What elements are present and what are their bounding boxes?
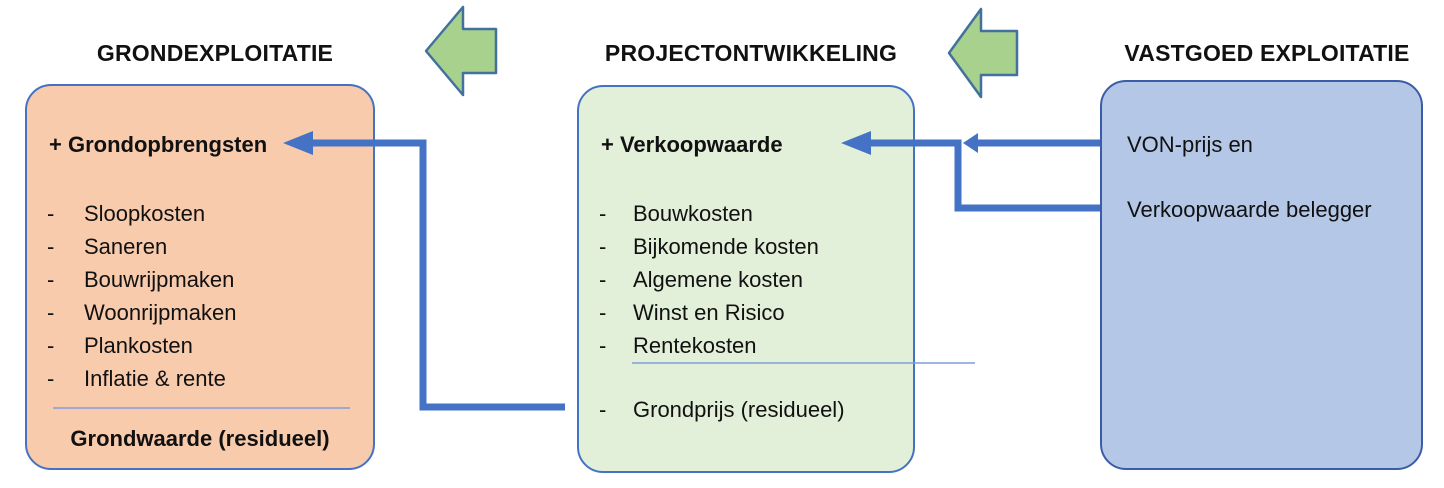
list-item-label: Rentekosten [633,333,757,358]
list-item: - Saneren [47,230,363,263]
dash-bullet: - [599,397,607,422]
list-item-label: Bouwkosten [633,201,753,226]
dash-bullet: - [599,201,607,226]
list-item-label: Winst en Risico [633,300,785,325]
block-arrow-left-icon [947,7,1019,99]
list-item-label: Woonrijpmaken [84,300,237,325]
dash-bullet: - [47,366,55,391]
list-item-label: Bijkomende kosten [633,234,819,259]
dash-bullet: - [47,333,55,358]
list-item: - Winst en Risico [599,296,903,329]
list-item-label: Bouwrijpmaken [84,267,235,292]
list-item: - Sloopkosten [47,197,363,230]
list-item: - Bijkomende kosten [599,230,903,263]
dash-bullet: - [47,300,55,325]
list-item-label: Inflatie & rente [84,366,226,391]
verkoopwaarde-header: + Verkoopwaarde [601,132,783,157]
projectontwikkeling-box: + Verkoopwaarde - Bouwkosten - Bijkomend… [577,85,915,473]
list-item: - Rentekosten [599,329,903,362]
list-item: - Bouwkosten [599,197,903,230]
dash-bullet: - [599,234,607,259]
list-item-label: Saneren [84,234,168,259]
list-item-label: Plankosten [84,333,193,358]
vastgoed-exploitatie-box: VON-prijs en Verkoopwaarde belegger [1100,80,1423,470]
list-item: - Plankosten [47,329,363,362]
grondwaarde-result-label: Grondwaarde (residueel) [70,426,330,451]
block-arrow-left-icon [424,5,498,97]
arrowhead-left-icon [963,133,978,153]
grondexploitatie-box: + Grondopbrengsten - Sloopkosten - Saner… [25,84,375,470]
dash-bullet: - [599,333,607,358]
list-item-label: Algemene kosten [633,267,803,292]
grondprijs-result-label: Grondprijs (residueel) [633,397,845,422]
title-projectontwikkeling: PROJECTONTWIKKELING [604,40,898,66]
list-item: - Woonrijpmaken [47,296,363,329]
grondprijs-result-row: - Grondprijs (residueel) [599,393,845,426]
title-grondexploitatie: GRONDEXPLOITATIE [96,40,334,66]
project-cost-list: - Bouwkosten - Bijkomende kosten - Algem… [599,197,903,362]
title-vastgoed-exploitatie: VASTGOED EXPLOITATIE [1124,40,1410,66]
list-item: - Inflatie & rente [47,362,363,395]
dash-bullet: - [599,267,607,292]
dash-bullet: - [47,201,55,226]
list-item-label: Sloopkosten [84,201,206,226]
dash-bullet: - [599,300,607,325]
list-item: - Algemene kosten [599,263,903,296]
dash-bullet: - [47,234,55,259]
dash-bullet: - [47,267,55,292]
von-prijs-label: VON-prijs en [1127,132,1253,157]
verkoopwaarde-belegger-label: Verkoopwaarde belegger [1127,197,1372,222]
list-item: - Bouwrijpmaken [47,263,363,296]
grond-cost-list: - Sloopkosten - Saneren - Bouwrijpmaken … [47,197,363,395]
grondopbrengsten-header: + Grondopbrengsten [49,132,268,157]
